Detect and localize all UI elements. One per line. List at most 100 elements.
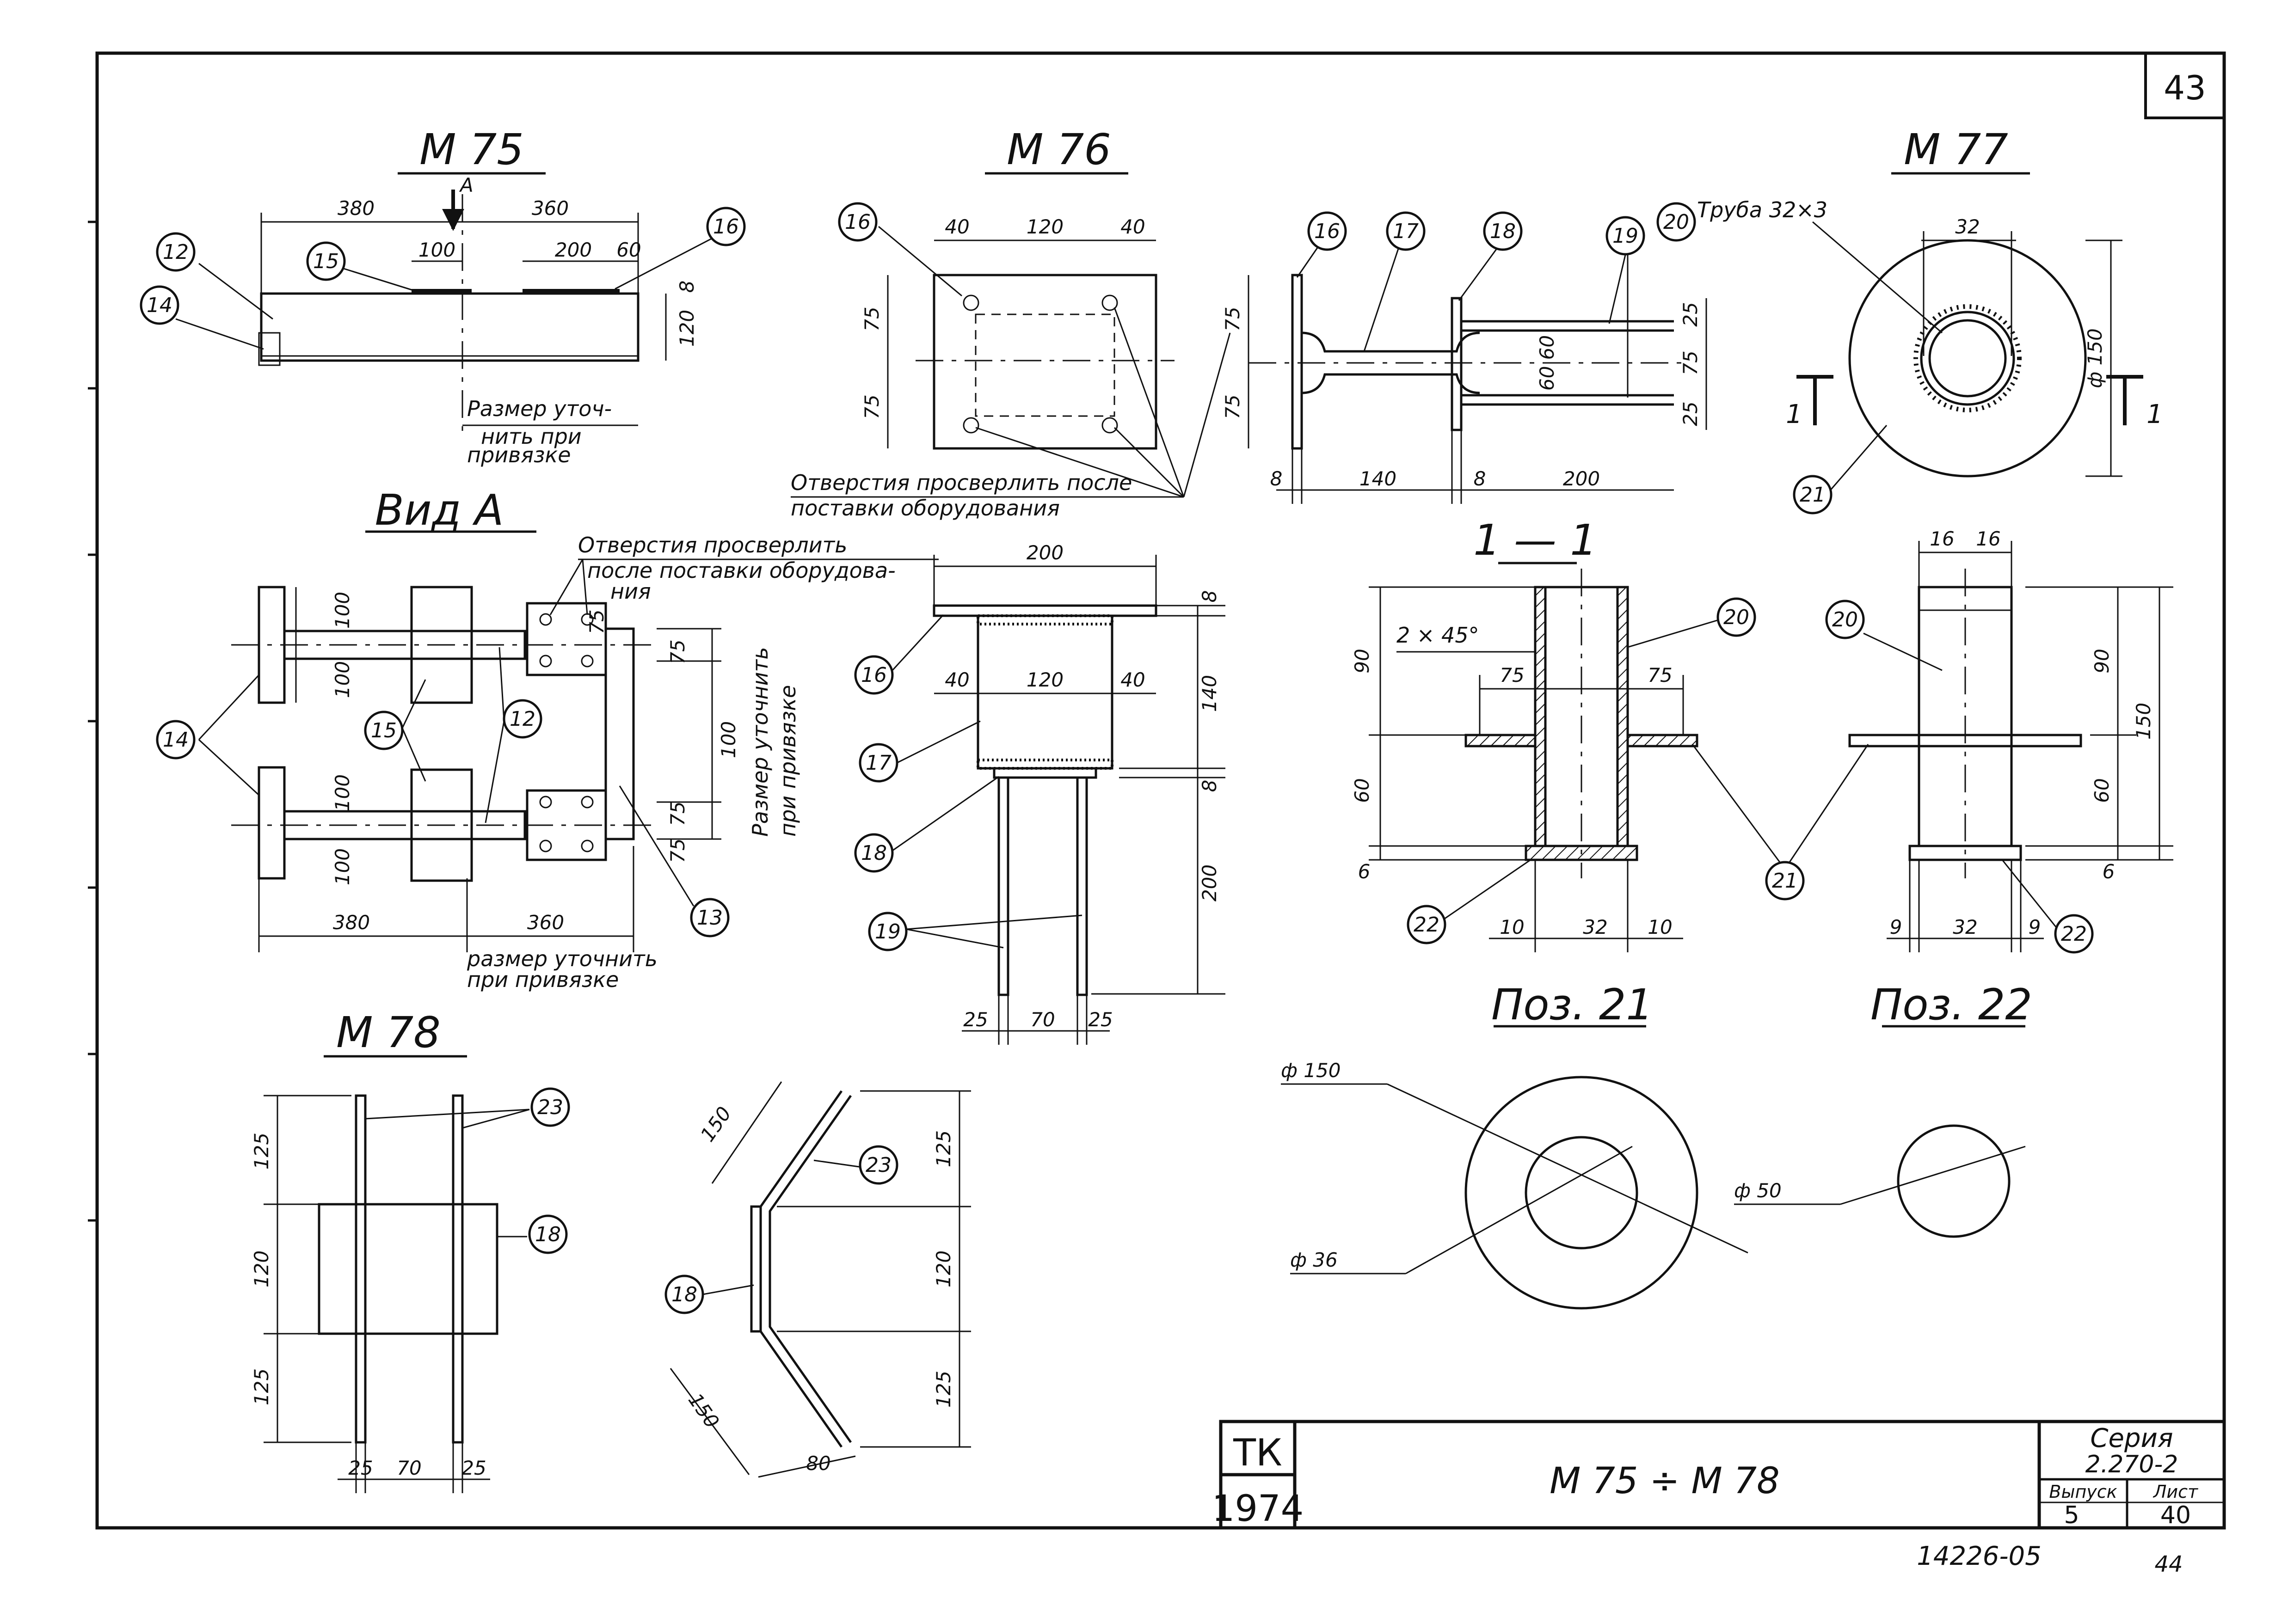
m76f-dim-25a: 25 (963, 1008, 988, 1031)
svg-text:19: 19 (875, 920, 901, 944)
svg-text:12: 12 (510, 707, 535, 731)
callout-22b: 22 (2054, 914, 2094, 954)
m75-dim-360: 360 (532, 197, 569, 220)
callout-19a: 19 (1605, 216, 1645, 256)
m75-title: М 75 (419, 125, 524, 174)
m76s-dim-75a: 75 (1221, 306, 1244, 331)
page-number: 43 (2164, 68, 2206, 107)
s11-dim-32: 32 (1583, 916, 1607, 938)
m76f-dim-25b: 25 (1088, 1008, 1113, 1031)
tb-sheet-value: 40 (2160, 1501, 2191, 1529)
m76f-dim-200b: 200 (1198, 864, 1221, 901)
view-a-dim-75a: 75 (585, 609, 608, 634)
view-a-title: Вид А (375, 485, 504, 535)
s11-dim-90: 90 (1351, 649, 1373, 673)
m76f-dim-40a: 40 (945, 668, 969, 691)
pos22-dim-phi50: ф 50 (1734, 1179, 1782, 1202)
m77-section-mark-right: 1 (2146, 399, 2163, 429)
callout-16a: 16 (706, 207, 746, 246)
m76-note-drill-1: Отверстия просверлить после (791, 470, 1132, 495)
tb-org: ТК (1233, 1431, 1282, 1474)
s11-dim-75a: 75 (1500, 664, 1524, 686)
svg-text:20: 20 (1663, 210, 1689, 234)
m77-drawing: М 77 32 ф 150 Труба 32×3 1 1 (1697, 125, 2163, 495)
m76-side-view: 75 75 60 60 25 75 25 8 140 8 200 (1221, 240, 1707, 504)
pos21-title: Поз. 21 (1491, 980, 1653, 1030)
m75-dim-100: 100 (418, 239, 455, 261)
svg-text:20: 20 (1832, 608, 1858, 631)
pos22-title: Поз. 22 (1870, 980, 2032, 1030)
m77-dim-phi150: ф 150 (2084, 328, 2106, 388)
callout-21b: 21 (1765, 861, 1805, 901)
m76f-dim-70: 70 (1030, 1008, 1055, 1031)
m76-title: М 76 (1007, 125, 1111, 174)
m76s-dim-75c: 75 (1679, 350, 1702, 375)
m76f-dim-8a: 8 (1198, 590, 1221, 603)
ss-dim-16a: 16 (1930, 527, 1954, 550)
callout-20a: 20 (1656, 202, 1696, 242)
view-a-dim-380: 380 (333, 911, 370, 934)
callout-16b: 16 (838, 202, 878, 242)
m78b-dim-125b: 125 (932, 1371, 955, 1408)
callout-15a: 15 (306, 241, 346, 281)
m75-dim-120: 120 (676, 310, 698, 347)
s11-dim-10a: 10 (1500, 916, 1524, 938)
tb-series-label: Серия (2090, 1423, 2173, 1453)
m78b-dim-150a: 150 (696, 1103, 736, 1146)
tb-name: М 75 ÷ М 78 (1550, 1460, 1780, 1502)
m76s-dim-8b: 8 (1474, 467, 1486, 490)
svg-text:20: 20 (1723, 606, 1749, 629)
view-a-dim-360: 360 (527, 911, 564, 934)
svg-text:16: 16 (713, 215, 739, 239)
pos21-drawing: Поз. 21 ф 150 ф 36 (1281, 980, 1748, 1310)
m76s-dim-25b: 25 (1679, 401, 1702, 426)
callout-23b: 23 (859, 1145, 898, 1185)
svg-text:13: 13 (697, 906, 723, 930)
m75-dim-200: 200 (555, 239, 592, 261)
callout-16c: 16 (1307, 211, 1347, 251)
sheet-frame (95, 51, 2226, 1530)
callout-14b: 14 (156, 720, 196, 760)
callout-18d: 18 (664, 1275, 704, 1314)
view-a-note-bottom-2: при привязке (467, 967, 619, 992)
svg-text:21: 21 (1772, 869, 1798, 893)
m75-plate-15 (412, 289, 472, 294)
svg-text:18: 18 (1490, 220, 1516, 243)
svg-text:23: 23 (537, 1096, 563, 1119)
callout-15b: 15 (364, 711, 404, 750)
m78-drawing: М 78 125 120 125 25 70 25 (250, 1008, 530, 1493)
view-a-dim-100b: 100 (331, 661, 354, 698)
m76-drawing: М 76 40 120 40 75 75 Отверстия просверли… (791, 125, 1231, 521)
tb-sheet-label: Лист (2153, 1482, 2199, 1502)
m77-section-mark-left: 1 (1786, 399, 1802, 429)
m76f-dim-140: 140 (1198, 675, 1221, 712)
m78-bent-view: 125 120 125 150 150 80 (670, 1081, 971, 1478)
m76-dim-40b: 40 (1120, 215, 1145, 238)
m75-note-1: Размер уточ- (467, 396, 612, 421)
s11-chamfer: 2 × 45° (1396, 623, 1479, 648)
m75-dim-60: 60 (616, 239, 641, 261)
m78-dim-125a: 125 (250, 1133, 273, 1170)
ss-dim-90: 90 (2091, 649, 2113, 673)
m75-channel (260, 292, 640, 362)
view-a-dim-75b: 75 (666, 639, 689, 664)
callout-17b: 17 (859, 743, 898, 783)
m76s-dim-6060: 60 60 (1536, 335, 1558, 391)
m76-dim-75b: 75 (861, 394, 883, 419)
callout-13: 13 (690, 898, 730, 938)
tb-year: 1974 (1212, 1488, 1304, 1530)
m78b-dim-125a: 125 (932, 1130, 955, 1167)
m76-front-view: 200 40 120 40 8 140 8 200 25 70 25 (892, 541, 1225, 1045)
tb-series-value: 2.270-2 (2085, 1451, 2178, 1478)
svg-text:16: 16 (861, 663, 887, 687)
m76f-dim-40b: 40 (1120, 668, 1145, 691)
callout-21a: 21 (1793, 475, 1833, 515)
m76s-dim-200: 200 (1563, 467, 1600, 490)
svg-text:15: 15 (371, 719, 397, 742)
tb-issue-value: 5 (2064, 1501, 2079, 1529)
ss-dim-32: 32 (1953, 916, 1977, 938)
s11-dim-10b: 10 (1648, 916, 1672, 938)
bottom-code: 14226-05 (1917, 1541, 2042, 1571)
svg-text:18: 18 (535, 1223, 561, 1246)
